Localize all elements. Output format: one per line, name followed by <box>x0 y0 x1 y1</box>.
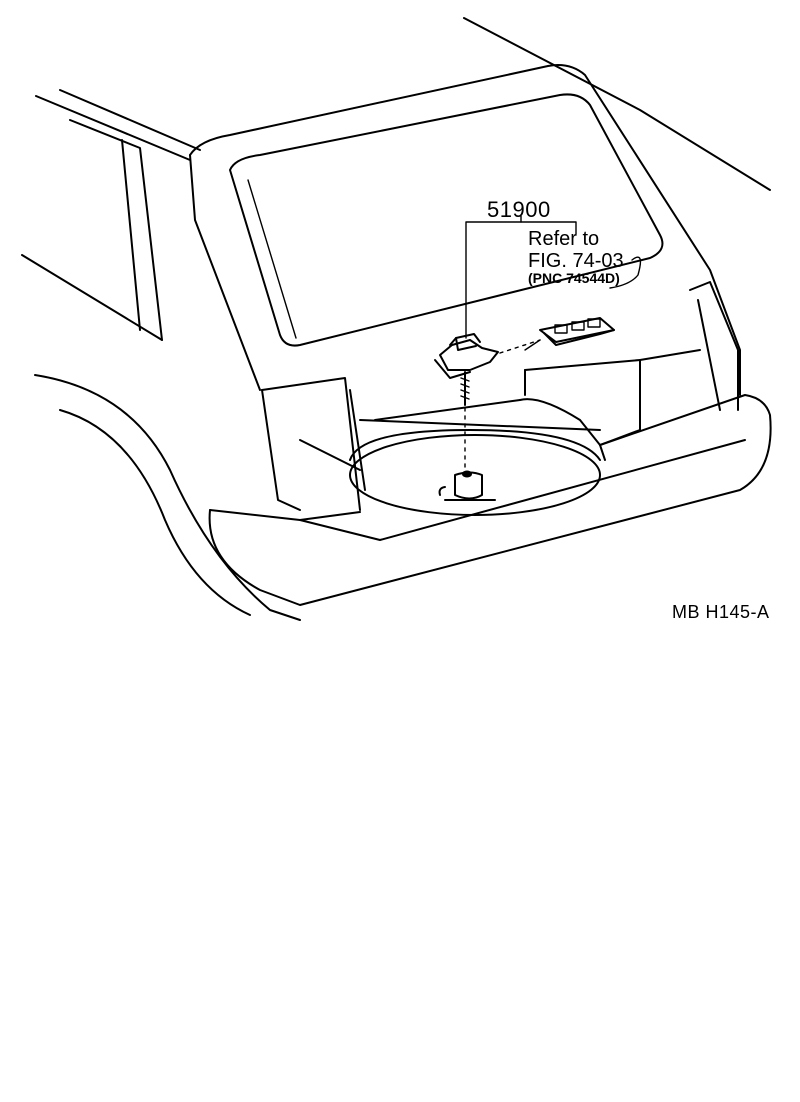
jack-mount <box>438 470 496 501</box>
reference-label-line3: (PNC 74544D) <box>528 270 620 286</box>
license-lamp-part <box>524 317 615 351</box>
reference-label-line1: Refer to <box>528 228 600 250</box>
part-number-label: 51900 <box>487 197 551 222</box>
rear-bumper <box>34 374 772 621</box>
rear-window <box>229 93 664 347</box>
reference-label-line2: FIG. 74-03 <box>528 250 624 272</box>
tailgate-opening <box>261 281 739 511</box>
body-outline <box>21 17 771 396</box>
part-number-leader <box>465 215 642 339</box>
figure-code-label: MB H145-A <box>672 602 770 622</box>
jack-part <box>434 333 541 471</box>
